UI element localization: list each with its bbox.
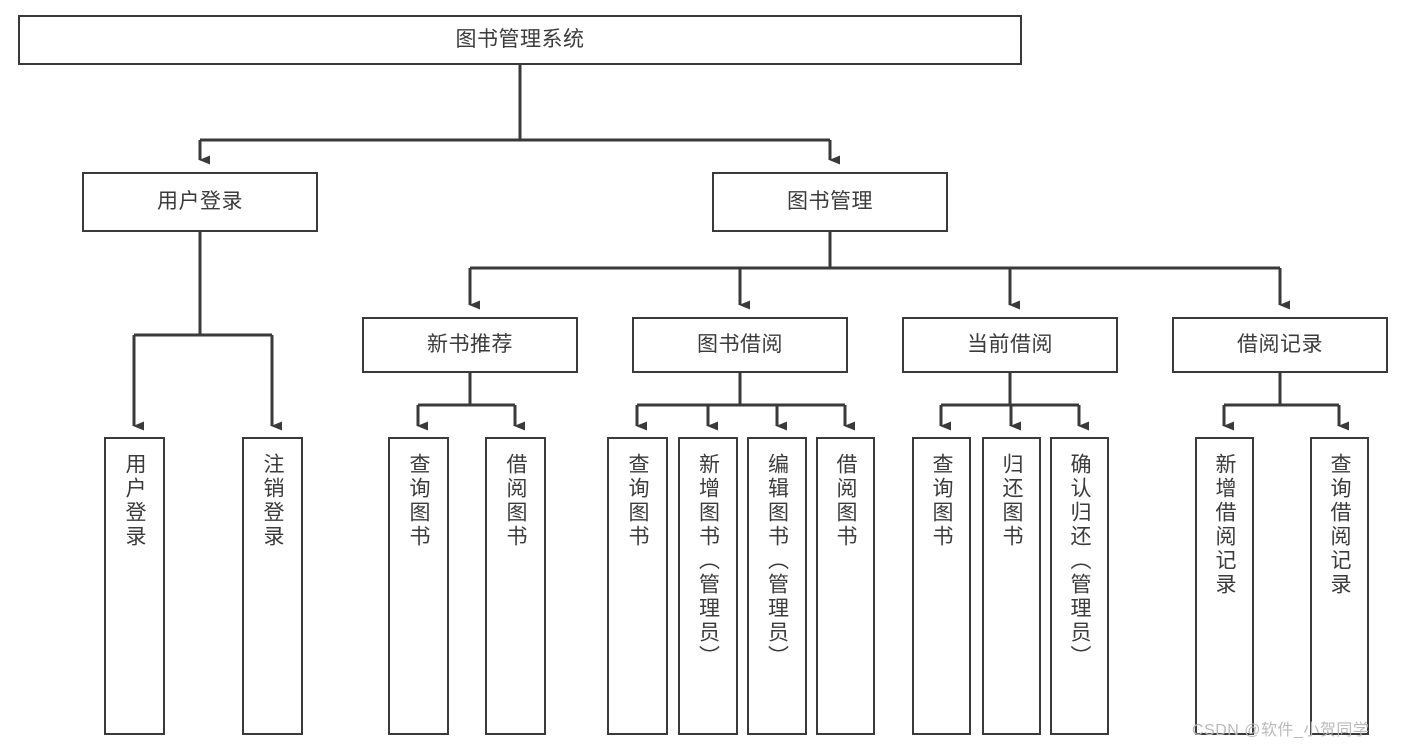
node-label: 新增图书（管理员）	[696, 453, 720, 669]
node-leaf-bb-edit-book[interactable]: 编辑图书（管理员）	[747, 437, 807, 735]
node-label: 归还图书	[1000, 453, 1023, 549]
csdn-watermark: CSDN @软件_小贺同学	[1192, 722, 1370, 739]
node-label: 注销登录	[261, 453, 284, 549]
node-leaf-rec-borrow-book[interactable]: 借阅图书	[485, 437, 546, 735]
node-label: 图书管理	[787, 189, 873, 213]
node-leaf-user-logout[interactable]: 注销登录	[242, 437, 303, 735]
node-label: 用户登录	[123, 453, 146, 549]
node-leaf-bb-add-book[interactable]: 新增图书（管理员）	[678, 437, 738, 735]
node-label: 查询图书	[407, 453, 430, 549]
node-root-book-management-system[interactable]: 图书管理系统	[18, 15, 1022, 65]
node-label: 图书借阅	[697, 332, 783, 356]
node-leaf-cb-query-book[interactable]: 查询图书	[912, 437, 971, 735]
node-leaf-br-query-record[interactable]: 查询借阅记录	[1310, 437, 1369, 735]
node-leaf-br-add-record[interactable]: 新增借阅记录	[1195, 437, 1254, 735]
node-leaf-bb-borrow-book[interactable]: 借阅图书	[816, 437, 875, 735]
node-new-book-recommendation[interactable]: 新书推荐	[362, 317, 578, 373]
node-label: 查询图书	[930, 453, 953, 549]
node-label: 借阅图书	[834, 453, 857, 549]
node-leaf-rec-query-book[interactable]: 查询图书	[388, 437, 449, 735]
node-label: 查询借阅记录	[1328, 453, 1351, 597]
node-label: 用户登录	[157, 189, 243, 213]
node-label: 当前借阅	[967, 332, 1053, 356]
node-current-borrowing[interactable]: 当前借阅	[902, 317, 1118, 373]
node-leaf-bb-query-book[interactable]: 查询图书	[607, 437, 668, 735]
node-borrowing-record[interactable]: 借阅记录	[1172, 317, 1388, 373]
node-label: 确认归还（管理员）	[1068, 453, 1091, 669]
node-leaf-cb-confirm-return[interactable]: 确认归还（管理员）	[1050, 437, 1109, 735]
node-label: 图书管理系统	[455, 27, 585, 51]
node-label: 编辑图书（管理员）	[765, 453, 789, 669]
node-book-borrowing[interactable]: 图书借阅	[632, 317, 848, 373]
node-label: 新增借阅记录	[1213, 453, 1236, 597]
node-label: 新书推荐	[427, 332, 513, 356]
node-leaf-cb-return-book[interactable]: 归还图书	[982, 437, 1041, 735]
node-book-management[interactable]: 图书管理	[712, 172, 948, 232]
node-user-login[interactable]: 用户登录	[82, 172, 318, 232]
node-leaf-user-login[interactable]: 用户登录	[104, 437, 165, 735]
node-label: 查询图书	[626, 453, 649, 549]
node-label: 借阅记录	[1237, 332, 1323, 356]
node-label: 借阅图书	[504, 453, 527, 549]
